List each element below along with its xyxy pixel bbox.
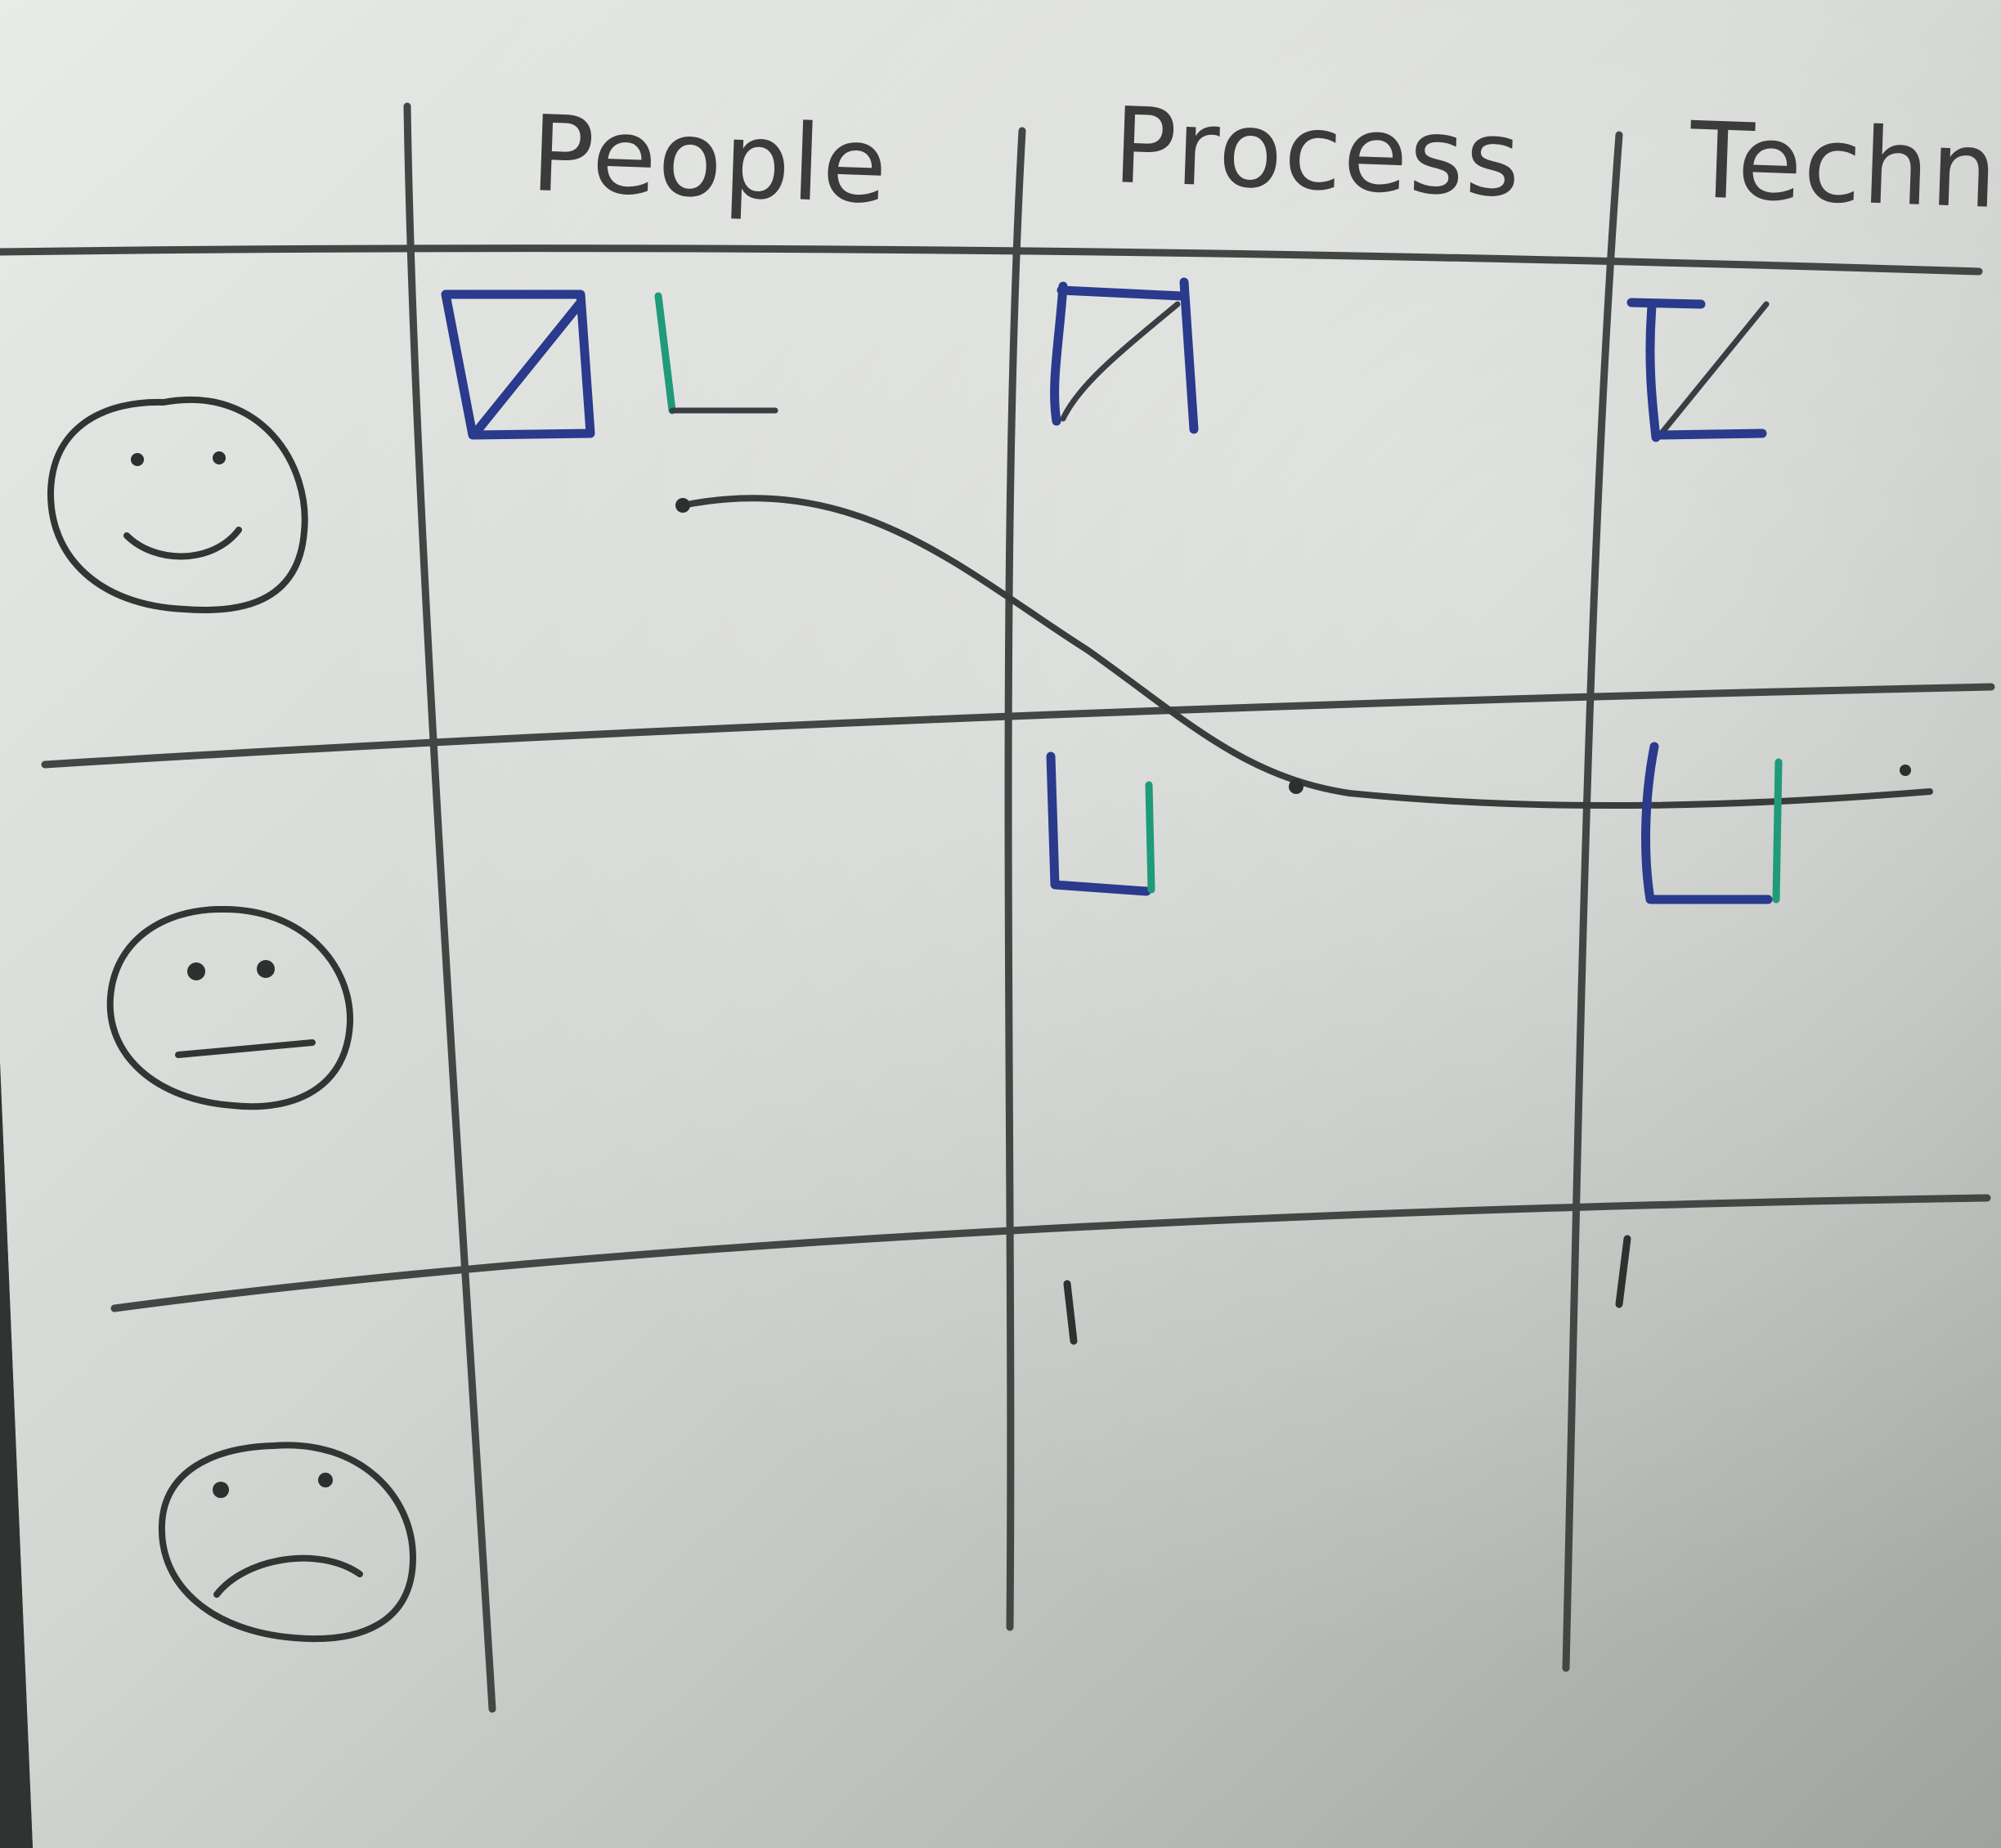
mark-process-happy <box>1050 277 1199 434</box>
mark-people-happy-square <box>441 289 778 440</box>
column-header-techno: Techno <box>1687 100 2001 235</box>
smiley-sad-icon <box>158 1442 416 1643</box>
column-header-process: Process <box>1111 85 1523 221</box>
tally-techno-sad <box>1615 1235 1631 1308</box>
mark-process-neutral-u <box>1046 751 1155 896</box>
grid-lines <box>0 102 1995 1713</box>
trend-curve <box>675 495 1933 810</box>
smiley-happy-icon <box>47 396 308 614</box>
mark-techno-happy <box>1626 298 1770 442</box>
tally-process-sad <box>1063 1280 1078 1345</box>
column-header-people: People <box>529 93 891 227</box>
mark-techno-neutral-u <box>1641 742 1783 904</box>
background-edge <box>0 1063 33 1848</box>
smiley-neutral-icon <box>106 905 354 1110</box>
